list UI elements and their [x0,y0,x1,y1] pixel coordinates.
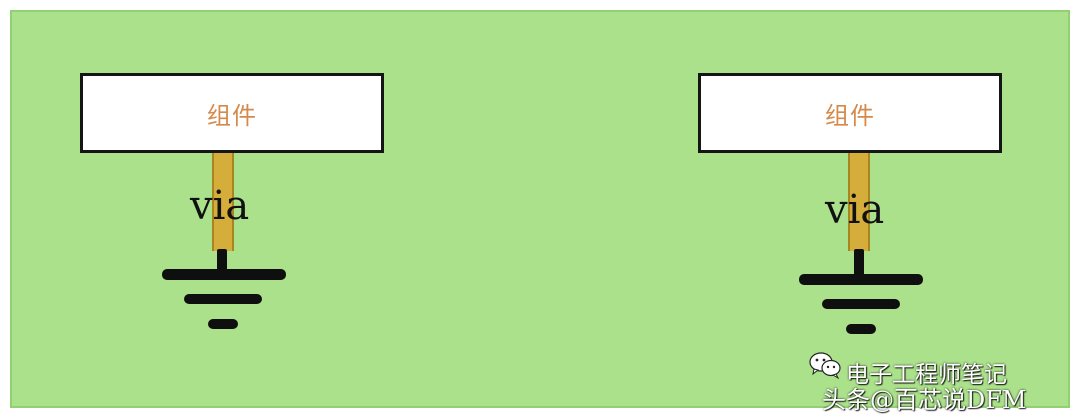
wechat-icon [809,352,841,380]
right-via-label: via [825,187,885,233]
watermark-account-name: 电子工程师笔记 [846,362,1007,388]
left-component-label: 组件 [207,101,257,130]
right-ground-bar-3 [846,324,876,334]
right-ground-stem [854,249,864,279]
left-ground-bar-2 [184,294,262,304]
right-ground-bar-2 [822,299,900,309]
left-via-post [212,153,234,251]
left-component-box: 组件 [80,73,384,153]
right-ground-bar-1 [799,274,923,285]
watermark-source: 头条@百芯说DFM [822,386,1027,414]
right-component-label: 组件 [825,101,875,130]
diagram-panel [10,10,1070,408]
left-ground-bar-1 [162,269,286,280]
left-ground-stem [217,249,227,273]
left-via-label: via [190,183,250,229]
left-ground-bar-3 [208,319,238,329]
right-component-box: 组件 [698,73,1002,153]
right-via-post [848,153,870,251]
